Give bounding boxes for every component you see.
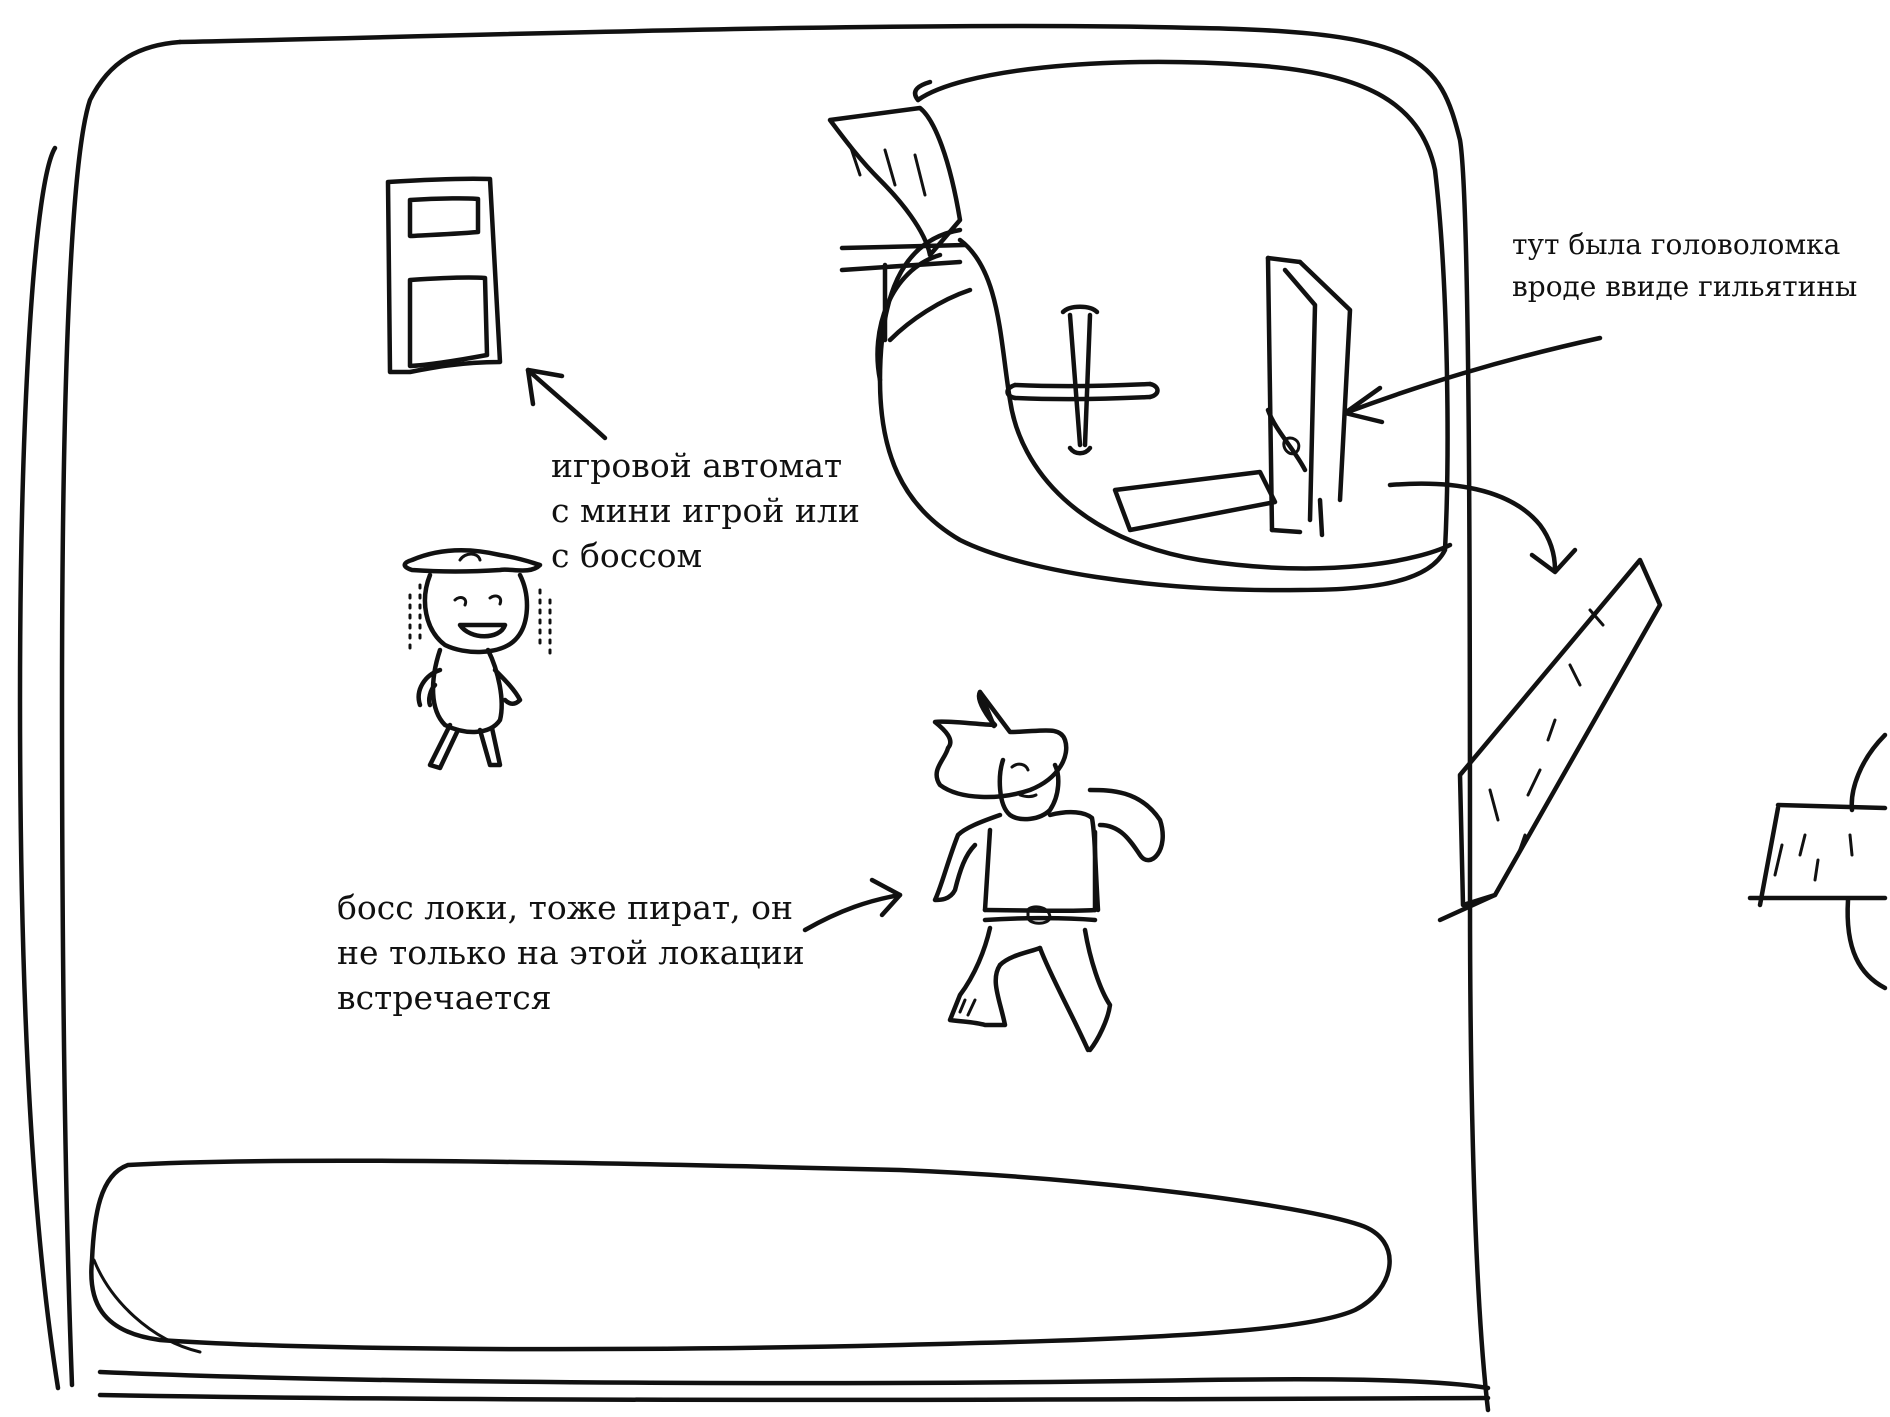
boss-note-line-3: встречается <box>337 978 552 1017</box>
ladder-ledge-left <box>827 105 973 343</box>
guillotine-note-line-1: тут была головоломка <box>1512 228 1841 261</box>
arcade-machine-icon <box>385 176 503 375</box>
cross-piece <box>1005 304 1160 456</box>
exit-ladder <box>1437 557 1663 923</box>
guillotine-icon <box>1265 255 1353 538</box>
arcade-note-line-3: с боссом <box>551 536 703 575</box>
next-room-fragment <box>1747 732 1888 991</box>
boss-arrow <box>802 877 903 933</box>
exit-arrow <box>1387 481 1578 575</box>
small-pirate-character <box>402 548 552 771</box>
guillotine-note: тут была головоломка вроде ввиде гильяти… <box>1512 224 1857 308</box>
room-outline <box>17 23 1491 1413</box>
boss-note: босс локи, тоже пират, он не только на э… <box>337 885 805 1020</box>
boss-note-line-1: босс локи, тоже пират, он <box>337 888 794 927</box>
puzzle-block <box>1112 469 1278 533</box>
arcade-arrow <box>525 367 608 441</box>
boss-note-line-2: не только на этой локации <box>337 933 805 972</box>
guillotine-arrow <box>1342 335 1603 425</box>
arcade-note-line-1: игровой автомат <box>551 446 843 485</box>
arcade-note: игровой автомат с мини игрой или с боссо… <box>551 443 860 578</box>
arcade-note-line-2: с мини игрой или <box>551 491 860 530</box>
guillotine-alcove <box>875 59 1453 593</box>
floor-platform <box>89 1158 1392 1354</box>
boss-loki-character <box>932 689 1165 1053</box>
guillotine-note-line-2: вроде ввиде гильятины <box>1512 270 1858 303</box>
